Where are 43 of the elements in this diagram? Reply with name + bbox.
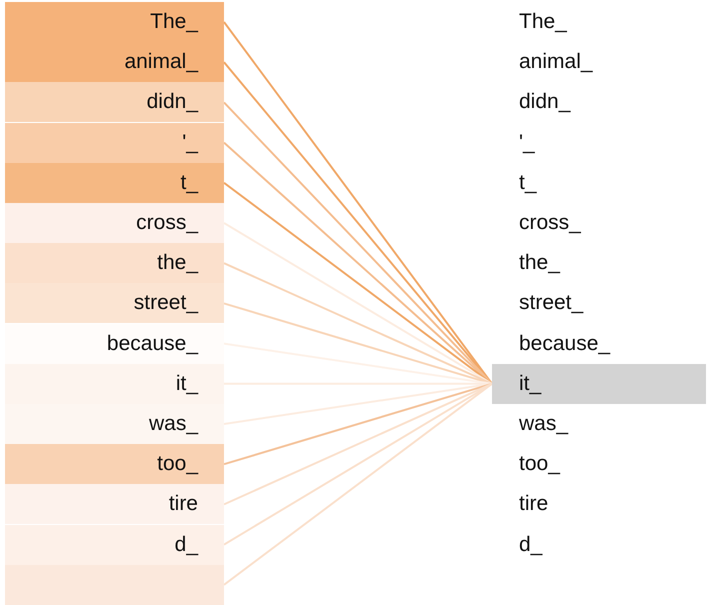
attention-line xyxy=(224,382,492,466)
token-row: because_ xyxy=(5,324,224,364)
node-label: The_ xyxy=(150,10,198,33)
token-row: animal_ xyxy=(5,42,224,82)
token-row: didn_ xyxy=(5,82,224,122)
token-label: t_ xyxy=(492,162,706,203)
token-label: animal_ xyxy=(492,42,706,82)
node-label: d_ xyxy=(174,532,198,556)
token-row: too_ xyxy=(5,444,224,484)
token-label: The_ xyxy=(492,2,706,42)
token-row: cross_ xyxy=(5,203,224,243)
token-row: was_ xyxy=(5,404,224,444)
token-label: cross_ xyxy=(492,203,706,243)
token-label: because_ xyxy=(492,324,706,364)
token-label: tire xyxy=(492,484,706,524)
attention-line xyxy=(224,382,492,506)
token-row: The_ xyxy=(5,2,224,42)
node-label: because_ xyxy=(106,332,198,355)
token-label: was_ xyxy=(492,404,706,444)
empty-row-bar xyxy=(5,564,224,605)
token-row: d_ xyxy=(5,524,224,565)
attention-line xyxy=(224,262,492,385)
node-label: tire xyxy=(168,492,198,516)
attention-line xyxy=(223,222,493,385)
node-label: animal_ xyxy=(124,50,198,74)
token-label: too_ xyxy=(492,444,706,484)
token-label: '_ xyxy=(492,122,706,163)
highlighted-token: it_ xyxy=(492,364,706,404)
attention-line xyxy=(223,383,493,586)
attention-line xyxy=(224,342,492,385)
token-row: street_ xyxy=(5,283,224,324)
token-label: didn_ xyxy=(492,82,706,122)
token-row: t_ xyxy=(5,162,224,203)
token-row: tire xyxy=(5,484,224,524)
attention-line xyxy=(223,182,493,385)
token-row: '_ xyxy=(5,122,224,163)
token-label: street_ xyxy=(492,283,706,324)
token-label: d_ xyxy=(492,524,706,565)
token-label: the_ xyxy=(492,243,706,284)
token-row: it_ xyxy=(5,364,224,404)
node-label: it_ xyxy=(176,372,198,395)
token-row: the_ xyxy=(5,243,224,284)
node-label: was_ xyxy=(148,412,198,435)
